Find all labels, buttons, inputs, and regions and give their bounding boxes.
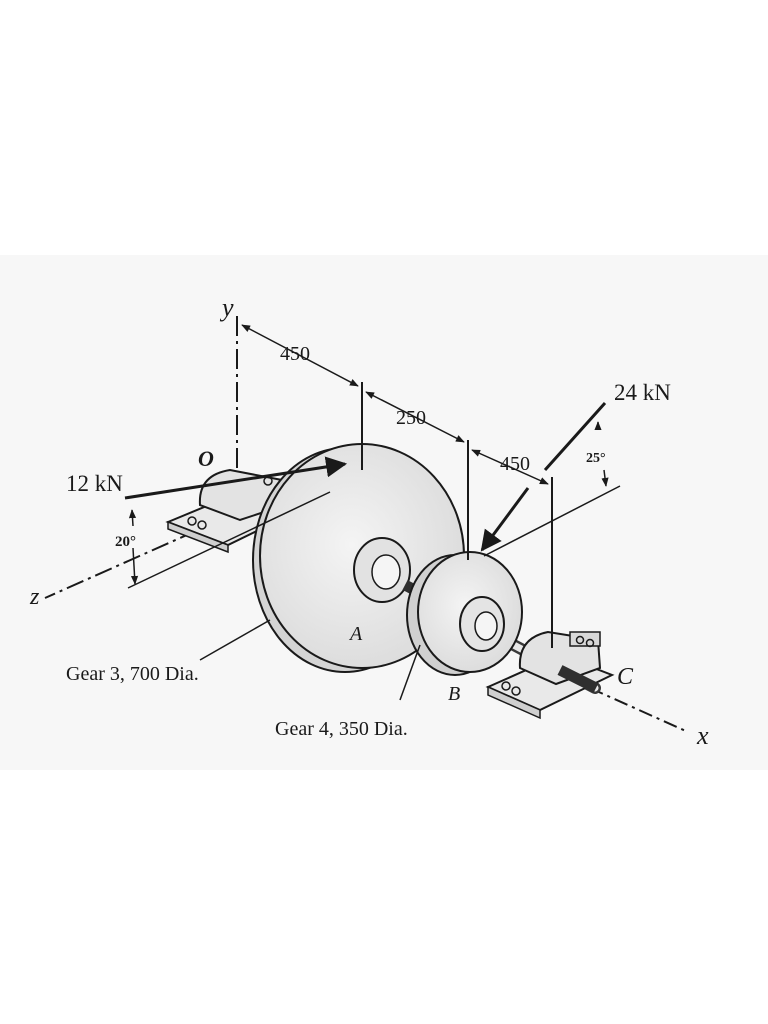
force-12kn-label: 12 kN [66,471,123,496]
force-24kn [480,401,621,557]
dimension-line-250 [365,391,465,443]
angle-20-arrow [130,547,139,585]
dimension-250: 250 [396,407,426,429]
force-24kn-reference-line [483,485,621,557]
dimension-450-right: 450 [500,453,530,475]
dimension-450-left: 450 [280,343,310,365]
point-c-label: C [617,664,634,690]
y-axis-label: y [219,293,234,322]
x-axis-label: x [696,721,709,750]
dimension-line-450-left [241,324,359,387]
gear-4-label: Gear 4, 350 Dia. [275,718,408,740]
gear-4-leader [399,644,421,701]
right-bearing [485,630,615,720]
point-a-label: A [348,623,363,645]
shaft-end [557,665,599,693]
z-axis-label: z [29,584,40,610]
force-24kn-label: 24 kN [614,380,671,405]
force-24kn-shaft [543,401,607,472]
gear-3 [252,443,465,673]
bolt-hole-icon [511,686,521,696]
gear-3-label: Gear 3, 700 Dia. [66,663,199,685]
gear-4 [406,551,523,676]
force-12kn-arrow [124,456,348,500]
point-o-label: O [198,446,214,471]
dimension-line-450-right [471,449,549,485]
gear-3-bore [371,554,401,590]
bolt-hole-icon [197,520,207,530]
gear-4-bore [474,611,498,641]
force-24kn-arrow [480,487,530,552]
gear-3-leader [199,619,271,661]
dimension-lines [241,324,549,485]
bolt-hole-icon [187,516,197,526]
angle-25-label: 25° [586,451,606,466]
force-12kn-reference-line [127,491,331,589]
bolt-hole-icon [585,638,595,648]
dimension-extension-lines [361,382,553,648]
bolt-hole-icon [575,635,585,645]
bolt-hole-icon [501,681,511,691]
point-b-label: B [448,683,460,705]
x-axis-line [589,687,689,733]
force-12kn [124,456,348,589]
angle-20-label: 20° [115,534,136,550]
